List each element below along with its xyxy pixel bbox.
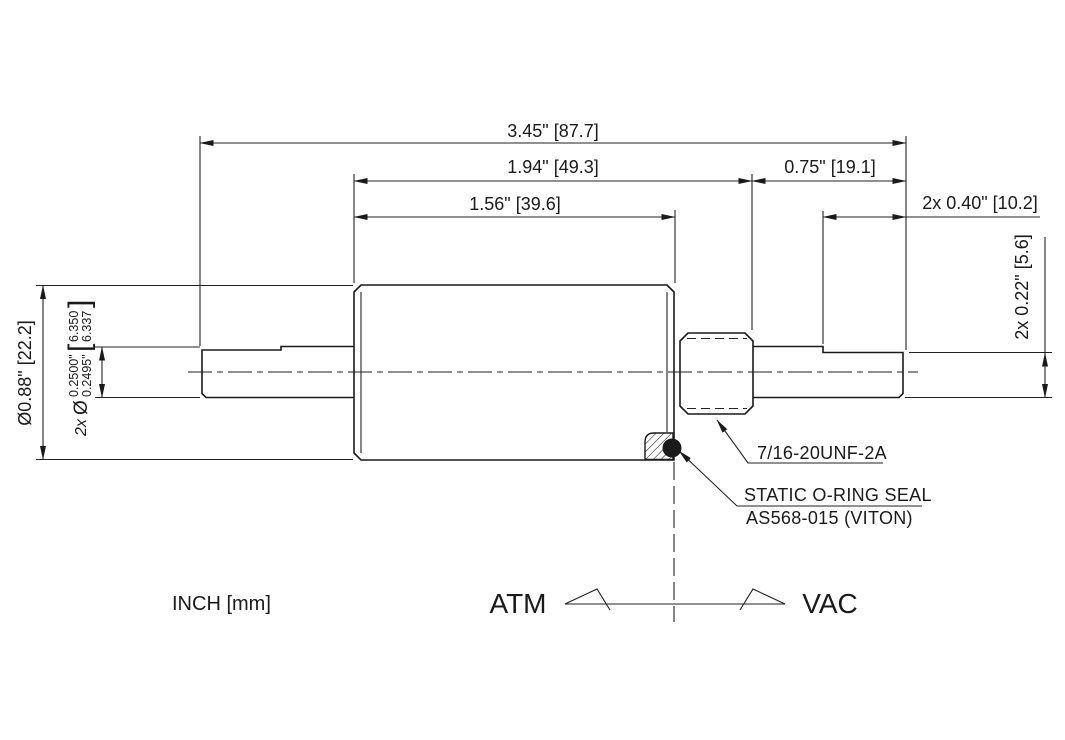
thread-leader-line: [716, 419, 883, 464]
right-shaft-outline: [753, 345, 904, 399]
shaft-dia-inch-upper: 0.2500": [67, 354, 81, 397]
shaft-dia-mm-upper: 6.350: [67, 311, 81, 342]
main-body-outline: [353, 284, 675, 461]
oring-callout-leader: STATIC O-RING SEAL AS568-015 (VITON): [678, 450, 932, 528]
atm-flag-icon: [564, 588, 611, 611]
dim-flat-height-group: 2x 0.22" [5.6]: [1012, 234, 1032, 339]
shaft-dia-inch-lower: 0.2495": [80, 354, 94, 397]
dim-body-plus-thread: 1.94" [49.3]: [507, 157, 598, 177]
atm-label: ATM: [489, 588, 546, 619]
oring-callout-line1: STATIC O-RING SEAL: [744, 485, 932, 505]
dim-body-diameter-group: Ø0.88" [22.2]: [15, 320, 35, 425]
vac-flag-icon: [739, 588, 786, 611]
oring-leader-line: [678, 450, 922, 507]
shaft-dia-mm-lower: 6.337: [80, 311, 94, 342]
left-shaft-outline: [201, 345, 354, 399]
dimension-lines: [40, 140, 1048, 460]
shaft-dia-prefix: 2x: [73, 418, 90, 437]
thread-callout-text: 7/16-20UNF-2A: [757, 443, 887, 463]
dim-flat-length: 2x 0.40" [10.2]: [922, 193, 1037, 213]
bracket-close: ]: [63, 300, 96, 308]
dim-shaft-diameter-group: 2x Ø 0.2500" 0.2495" [ 6.350 6.337 ]: [63, 300, 96, 437]
bracket-open: [: [63, 343, 96, 352]
vac-label: VAC: [802, 588, 858, 619]
dim-overall-length: 3.45" [87.7]: [507, 121, 598, 141]
dim-body-diameter: Ø0.88" [22.2]: [15, 320, 35, 425]
oring-seal-section: [644, 432, 682, 622]
dim-body-length: 1.56" [39.6]: [469, 194, 560, 214]
oring-callout-line2: AS568-015 (VITON): [746, 508, 913, 528]
thread-boss-outline: [679, 332, 754, 415]
dim-right-shaft-length: 0.75" [19.1]: [784, 157, 875, 177]
oring-cross-section-dot: [662, 438, 682, 458]
atm-vac-symbol: ATM VAC: [489, 588, 857, 619]
part-outline: [188, 284, 918, 461]
thread-callout-leader: 7/16-20UNF-2A: [716, 419, 887, 464]
extension-lines: [36, 136, 1052, 461]
dim-flat-height: 2x 0.22" [5.6]: [1012, 234, 1032, 339]
diameter-symbol: Ø: [71, 400, 92, 415]
units-note: INCH [mm]: [172, 593, 271, 615]
